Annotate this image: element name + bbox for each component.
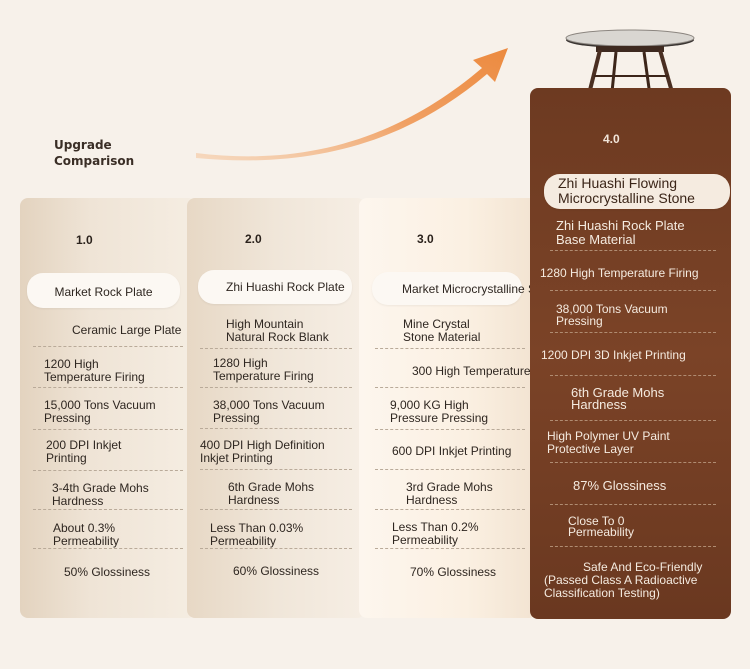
row-divider: [33, 387, 183, 388]
row-divider: [200, 428, 352, 429]
row-divider: [33, 470, 183, 471]
row-divider: [33, 509, 183, 510]
row-divider: [550, 332, 716, 333]
row-divider: [375, 429, 525, 430]
spec-row: Safe And Eco-Friendly (Passed Class A Ra…: [544, 560, 703, 600]
row-divider: [375, 387, 525, 388]
row-divider: [200, 509, 352, 510]
spec-row: 1280 High Temperature Firing: [540, 266, 699, 280]
spec-row: 600 DPI Inkjet Printing: [392, 444, 512, 458]
spec-row: Less Than 0.2%Permeability: [392, 520, 479, 547]
row-divider: [33, 429, 183, 430]
row-divider: [200, 548, 352, 549]
row-divider: [550, 375, 716, 376]
version-label: 4.0: [603, 132, 620, 146]
spec-row: 300 High Temperature: [412, 364, 531, 378]
spec-row: 50% Glossiness: [64, 565, 151, 579]
heading-line-1: Upgrade: [54, 138, 112, 152]
row-divider: [375, 548, 525, 549]
table-product-image: [565, 29, 695, 123]
spec-row: Ceramic Large Plate: [72, 323, 182, 337]
spec-row: 1200 DPI 3D Inkjet Printing: [541, 348, 686, 362]
spec-row: 60% Glossiness: [233, 564, 320, 578]
heading-line-2: Comparison: [54, 154, 135, 168]
row-divider: [550, 420, 716, 421]
comparison-heading: Upgrade Comparison: [54, 137, 134, 169]
row-divider: [33, 346, 183, 347]
row-divider: [200, 387, 352, 388]
version-label: 2.0: [245, 232, 262, 246]
row-divider: [200, 469, 352, 470]
spec-row: About 0.3%Permeability: [53, 521, 120, 548]
row-divider: [550, 462, 716, 463]
version-label: 3.0: [417, 232, 434, 246]
product-name-pill: Market Rock Plate: [27, 273, 180, 308]
product-name-pill: Zhi Huashi Rock Plate: [198, 270, 352, 304]
row-divider: [550, 504, 716, 505]
row-divider: [200, 348, 352, 349]
spec-row: 87% Glossiness: [573, 478, 667, 493]
row-divider: [375, 348, 525, 349]
spec-row: 70% Glossiness: [410, 565, 497, 579]
upgrade-arrow-icon: [196, 48, 508, 161]
spec-row: Less Than 0.03%Permeability: [210, 521, 304, 548]
row-divider: [33, 548, 183, 549]
row-divider: [550, 250, 716, 251]
row-divider: [550, 290, 716, 291]
row-divider: [375, 509, 525, 510]
row-divider: [550, 546, 716, 547]
product-name-pill: Market Microcrystalline Stone: [372, 272, 559, 305]
row-divider: [375, 469, 525, 470]
version-label: 1.0: [76, 233, 93, 247]
